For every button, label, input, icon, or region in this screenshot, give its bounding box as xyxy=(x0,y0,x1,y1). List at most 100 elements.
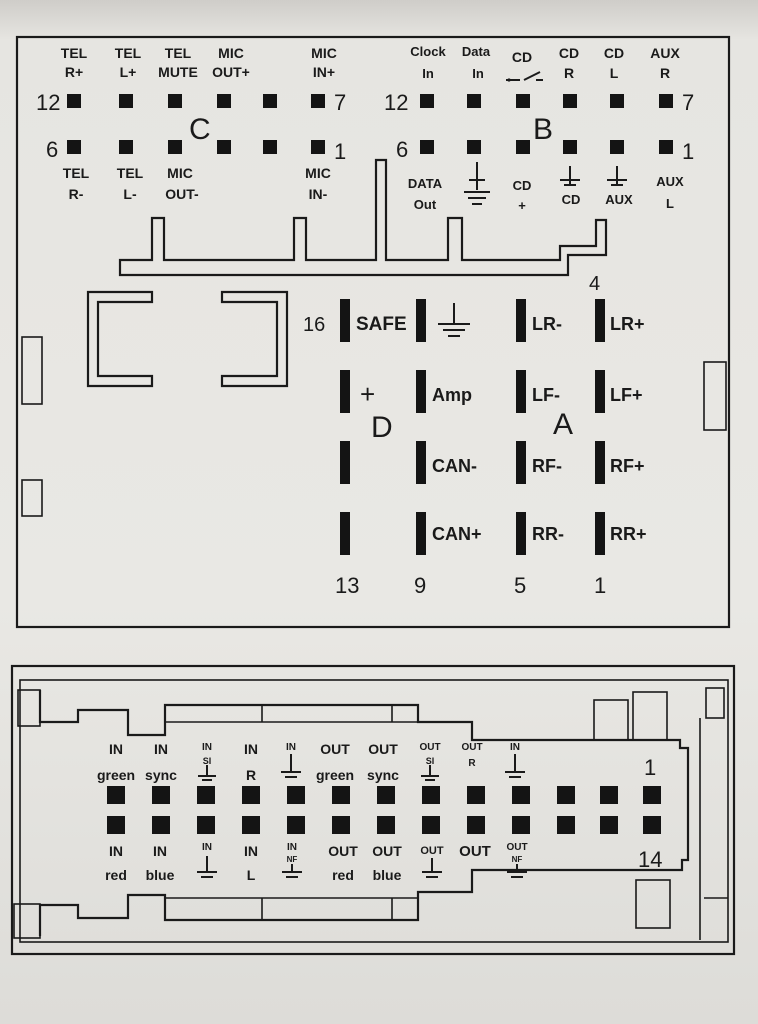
block-a-label-can-plus: CAN+ xyxy=(432,524,482,544)
switch-icon xyxy=(506,71,543,82)
b-bottom-label-1-line2: Out xyxy=(414,197,437,212)
block-a-label-rr-minus: RR- xyxy=(532,524,564,544)
lower-top-label-5-line1: IN xyxy=(286,742,296,753)
lower-top-label-6-line2: green xyxy=(316,767,354,783)
lower-bottom-label-3-line1: IN xyxy=(202,842,212,853)
upper-divider xyxy=(118,158,608,277)
block-c-pins xyxy=(67,94,325,154)
c-top-label-3-line2: MUTE xyxy=(158,64,198,80)
block-a-letter: A xyxy=(553,408,573,441)
b-bottom-label-5-line2: L xyxy=(666,196,674,211)
lower-bottom-label-1-line2: red xyxy=(105,867,127,883)
block-d-letter: D xyxy=(371,411,393,444)
lower-top-label-3-line2: SI xyxy=(203,756,212,766)
block-d-label-safe: SAFE xyxy=(356,314,407,335)
block-a-label-lf-minus: LF- xyxy=(532,385,560,405)
left-tab-lower xyxy=(21,479,43,517)
c-bottom-label-1-line2: R- xyxy=(69,186,84,202)
block-d-num-13: 13 xyxy=(335,573,359,598)
block-d-plus: + xyxy=(360,379,375,409)
c-bottom-label-2-line2: L- xyxy=(123,186,137,202)
ground-icon-lower-top-8 xyxy=(421,765,439,781)
b-top-label-4-line1: CD xyxy=(559,45,579,61)
b-top-label-3-line1: CD xyxy=(512,49,532,65)
b-bottom-label-2-line2: + xyxy=(518,198,526,213)
block-c-num-12: 12 xyxy=(36,90,60,115)
lower-top-label-2-line1: IN xyxy=(154,741,168,757)
c-top-label-3-line1: TEL xyxy=(165,45,192,61)
lower-bottom-label-2-line2: blue xyxy=(146,867,175,883)
lower-top-label-7-line1: OUT xyxy=(368,741,398,757)
lower-bottom-label-5-line1: IN xyxy=(287,842,297,853)
right-tab xyxy=(703,361,727,431)
b-bottom-label-2-line1: CD xyxy=(513,178,532,193)
ground-icon-lower-top-10 xyxy=(505,754,525,778)
lower-bottom-label-7-line1: OUT xyxy=(372,843,402,859)
lower-top-label-1-line2: green xyxy=(97,767,135,783)
b-top-label-1-line1: Clock xyxy=(410,44,446,59)
block-b-num-12: 12 xyxy=(384,90,408,115)
b-top-label-1-line2: In xyxy=(422,66,434,81)
b-top-label-2-line2: In xyxy=(472,66,484,81)
c-top-label-2-line1: TEL xyxy=(115,45,142,61)
c-bottom-label-4-line2: IN- xyxy=(309,186,328,202)
block-d-num-16: 16 xyxy=(303,314,325,336)
c-top-label-5-line1: MIC xyxy=(311,45,337,61)
block-a-label-lr-plus: LR+ xyxy=(610,314,645,334)
ground-icon-lower-bottom-10 xyxy=(507,864,527,878)
lower-connector-outline xyxy=(10,664,736,956)
c-top-label-2-line2: L+ xyxy=(120,64,137,80)
ground-icon-lower-top-5 xyxy=(281,754,301,778)
lower-bottom-label-9-line1: OUT xyxy=(459,843,491,860)
block-a-num-9: 9 xyxy=(414,573,426,598)
lower-top-label-9-line2: R xyxy=(468,758,476,769)
c-bottom-label-2-line1: TEL xyxy=(117,165,144,181)
block-c-num-6: 6 xyxy=(46,137,58,162)
block-c-letter: C xyxy=(189,113,211,146)
left-bracket xyxy=(86,290,154,388)
c-top-label-5-line2: IN+ xyxy=(313,64,335,80)
block-a-label-amp: Amp xyxy=(432,385,472,405)
lower-bottom-label-1-line1: IN xyxy=(109,843,123,859)
block-b-num-1: 1 xyxy=(682,139,694,164)
b-top-label-2-line1: Data xyxy=(462,44,491,59)
b-bottom-label-5-line1: AUX xyxy=(656,174,684,189)
c-bottom-label-3-line1: MIC xyxy=(167,165,193,181)
lower-connector-pins xyxy=(107,786,661,834)
lower-bottom-label-10-line1: OUT xyxy=(506,842,527,853)
b-bottom-label-3: CD xyxy=(562,192,581,207)
block-b-pins xyxy=(420,94,673,154)
lower-top-label-6-line1: OUT xyxy=(320,741,350,757)
lower-top-label-4-line2: R xyxy=(246,767,256,783)
b-top-label-6-line1: AUX xyxy=(650,45,680,61)
c-top-label-1-line1: TEL xyxy=(61,45,88,61)
ground-icon-lower-top-3 xyxy=(198,765,216,781)
lower-bottom-label-2-line1: IN xyxy=(153,843,167,859)
block-a-label-lf-plus: LF+ xyxy=(610,385,643,405)
block-c-num-1: 1 xyxy=(334,139,346,164)
block-a-label-rf-plus: RF+ xyxy=(610,456,645,476)
block-d-a-pins xyxy=(340,299,605,555)
block-a-label-can-minus: CAN- xyxy=(432,456,477,476)
lower-bottom-label-6-line2: red xyxy=(332,867,354,883)
upper-connector-outline xyxy=(15,35,731,629)
block-b-letter: B xyxy=(533,113,553,146)
lower-bottom-label-4-line1: IN xyxy=(244,843,258,859)
b-top-label-5-line1: CD xyxy=(604,45,624,61)
b-top-label-5-line2: L xyxy=(610,65,619,81)
lower-bottom-label-7-line2: blue xyxy=(373,867,402,883)
block-a-num-1: 1 xyxy=(594,573,606,598)
ground-icon-lower-bottom-8 xyxy=(422,858,442,878)
lower-bottom-label-5-line2: NF xyxy=(287,855,298,864)
lower-top-label-1-line1: IN xyxy=(109,741,123,757)
ground-icon-lower-bottom-5 xyxy=(282,864,302,878)
ground-icon-b-aux xyxy=(607,166,627,186)
c-top-label-1-line2: R+ xyxy=(65,64,83,80)
c-bottom-label-4-line1: MIC xyxy=(305,165,331,181)
block-a-label-rf-minus: RF- xyxy=(532,456,562,476)
c-bottom-label-3-line2: OUT- xyxy=(165,186,199,202)
ground-icon-a xyxy=(438,303,470,337)
b-bottom-label-1-line1: DATA xyxy=(408,176,443,191)
lower-top-label-9-line1: OUT xyxy=(461,742,482,753)
ground-icon-lower-bottom-3 xyxy=(197,856,217,878)
